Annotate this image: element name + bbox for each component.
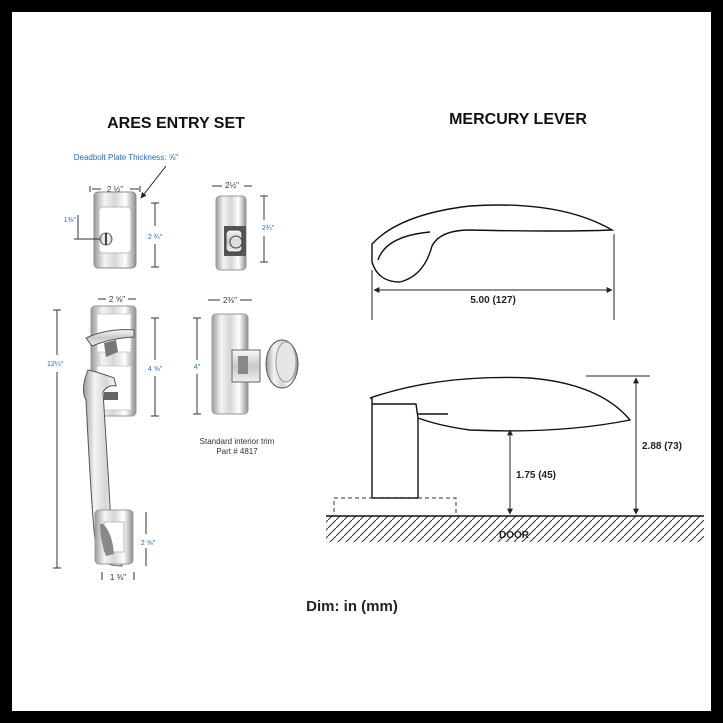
lever-side-view [369, 376, 632, 499]
handle-plate-width-label: 2 ⅝" [109, 295, 125, 304]
deadbolt-height-label: 2 ¾" [148, 234, 163, 241]
handle-bottom-width-label: 1 ⅜" [110, 573, 126, 582]
deadbolt-width-label: 2 ½" [107, 185, 123, 194]
length-label: 5.00 (127) [470, 295, 516, 306]
mercury-title: MERCURY LEVER [449, 111, 587, 128]
side-height-label: 2¾" [262, 225, 275, 232]
height-top-label: 2.88 (73) [642, 441, 682, 452]
rose-outline [333, 497, 457, 517]
deadbolt-side-view [215, 195, 247, 271]
handle-upper-label: 4 ⅝" [148, 366, 163, 373]
lever-top-view [371, 204, 615, 283]
trim-caption-line1: Standard interior trim [200, 437, 275, 446]
trim-caption-line2: Part # 4817 [216, 447, 258, 456]
knob-width-label: 2⅜" [223, 296, 237, 305]
handleset-front [82, 305, 137, 567]
deadbolt-thickness-note: Deadbolt Plate Thickness: ⅝" [74, 153, 179, 162]
door-hatch [326, 516, 704, 542]
deadbolt-note-arrow [140, 165, 167, 199]
deadbolt-plate-front [93, 191, 137, 269]
interior-knob-trim [211, 313, 299, 415]
door-label: DOOR [499, 530, 530, 541]
handle-overall-label: 12¼" [47, 361, 64, 368]
units-note: Dim: in (mm) [306, 598, 398, 615]
side-width-label: 2½" [225, 181, 239, 190]
ares-title: ARES ENTRY SET [107, 115, 245, 132]
handle-lower-label: 2 ⅝" [141, 540, 156, 547]
knob-height-label: 4" [194, 364, 201, 371]
deadbolt-center-label: 1⅜" [64, 217, 77, 224]
height-center-label: 1.75 (45) [516, 470, 556, 481]
